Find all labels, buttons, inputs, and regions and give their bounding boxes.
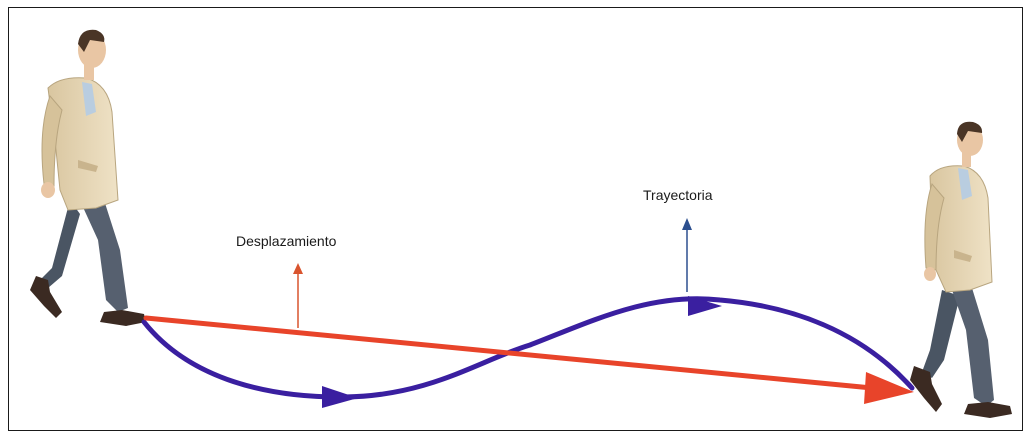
displacement-label: Desplazamiento (236, 233, 337, 249)
trajectory-label: Trayectoria (643, 187, 713, 203)
trajectory-arrowhead-1 (322, 386, 358, 408)
diagram-frame (8, 7, 1023, 431)
walking-man-start (30, 29, 146, 326)
trajectory-label-pointer (682, 218, 692, 292)
trajectory-arrowhead-2 (688, 296, 722, 316)
trajectory-path (141, 296, 915, 400)
displacement-arrow-line (143, 315, 875, 391)
walking-man-end (910, 121, 1012, 418)
displacement-arrowhead (864, 372, 914, 404)
displacement-label-pointer (293, 263, 303, 328)
